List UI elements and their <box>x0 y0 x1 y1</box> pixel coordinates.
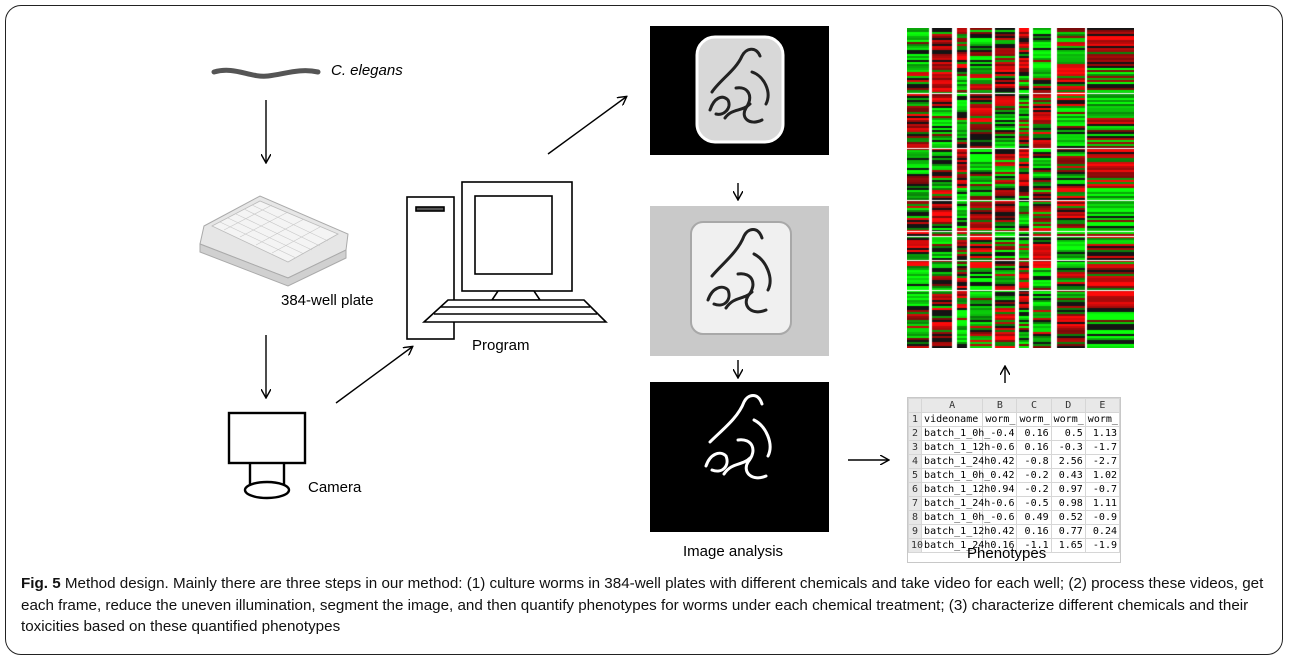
row-number: 9 <box>907 524 923 539</box>
table-cell: batch_1_24h <box>921 454 990 469</box>
program-label: Program <box>472 337 530 354</box>
table-cell: batch_1_12h <box>921 524 990 539</box>
spreadsheet-header-row: A B C D E <box>907 398 1121 413</box>
row-number: 7 <box>907 496 923 511</box>
row-number: 4 <box>907 454 923 469</box>
column-header: D <box>1050 398 1086 413</box>
table-cell: batch_1_24h <box>921 538 990 553</box>
image-analysis-label: Image analysis <box>683 543 784 560</box>
column-header: E <box>1084 398 1121 413</box>
table-cell: 0.16 <box>1016 440 1052 455</box>
caption-text: Method design. Mainly there are three st… <box>21 575 1264 635</box>
table-cell: batch_1_24h <box>921 496 990 511</box>
figure-caption: Fig. 5 Method design. Mainly there are t… <box>21 573 1271 638</box>
table-cell: -1.1 <box>1016 538 1052 553</box>
table-cell: 0.77 <box>1050 524 1086 539</box>
table-cell: 0.16 <box>1016 524 1052 539</box>
column-header: A <box>921 398 984 413</box>
column-header: B <box>982 398 1018 413</box>
table-cell: -1.9 <box>1084 538 1121 553</box>
well-plate-icon <box>199 195 349 287</box>
row-number: 10 <box>907 538 923 553</box>
table-cell: 1.02 <box>1084 468 1121 483</box>
row-number: 6 <box>907 482 923 497</box>
celegans-label: C. elegans <box>331 62 403 79</box>
column-header: C <box>1016 398 1052 413</box>
heatmap-canvas <box>907 28 1134 348</box>
table-cell: -0.7 <box>1084 482 1121 497</box>
table-cell: 1.13 <box>1084 426 1121 441</box>
corner-cell <box>907 398 923 413</box>
table-cell: batch_1_0h_ <box>921 510 990 525</box>
table-cell: -0.3 <box>1050 440 1086 455</box>
phenotypes-label: Phenotypes <box>967 545 1047 562</box>
table-cell: videoname <box>921 412 984 427</box>
arrow-program-to-images <box>547 97 626 155</box>
figure-number: Fig. 5 <box>21 575 61 592</box>
camera-icon <box>227 411 307 500</box>
row-number: 5 <box>907 468 923 483</box>
computer-icon <box>406 181 608 340</box>
table-cell: worm_ <box>1050 412 1086 427</box>
table-cell: batch_1_0h_ <box>921 426 990 441</box>
table-cell: 1.65 <box>1050 538 1086 553</box>
table-cell: -2.7 <box>1084 454 1121 469</box>
table-cell: 0.43 <box>1050 468 1086 483</box>
table-cell: 0.98 <box>1050 496 1086 511</box>
arrow-camera-to-program <box>335 347 412 404</box>
table-cell: 1.11 <box>1084 496 1121 511</box>
table-cell: worm_ <box>982 412 1018 427</box>
table-cell: batch_1_12h <box>921 482 990 497</box>
table-cell: -1.7 <box>1084 440 1121 455</box>
table-cell: -0.9 <box>1084 510 1121 525</box>
table-cell: -0.8 <box>1016 454 1052 469</box>
row-number: 1 <box>907 412 923 427</box>
row-number: 3 <box>907 440 923 455</box>
figure-frame <box>5 5 1283 655</box>
table-cell: 0.5 <box>1050 426 1086 441</box>
table-cell: worm_ <box>1016 412 1052 427</box>
table-cell: -0.2 <box>1016 482 1052 497</box>
table-cell: -0.2 <box>1016 468 1052 483</box>
segmented-frame-image <box>650 382 829 532</box>
phenotype-heatmap <box>907 28 1134 348</box>
table-cell: 0.24 <box>1084 524 1121 539</box>
table-cell: batch_1_12h <box>921 440 990 455</box>
table-cell: 0.16 <box>1016 426 1052 441</box>
camera-label: Camera <box>308 479 362 496</box>
table-cell: 2.56 <box>1050 454 1086 469</box>
row-number: 2 <box>907 426 923 441</box>
table-cell: -0.5 <box>1016 496 1052 511</box>
row-number: 8 <box>907 510 923 525</box>
worm-icon <box>211 67 321 79</box>
table-cell: worm_ <box>1084 412 1121 427</box>
table-cell: 0.97 <box>1050 482 1086 497</box>
table-cell: 0.52 <box>1050 510 1086 525</box>
table-cell: batch_1_0h_ <box>921 468 990 483</box>
plate-label: 384-well plate <box>281 292 374 309</box>
table-cell: 0.49 <box>1016 510 1052 525</box>
